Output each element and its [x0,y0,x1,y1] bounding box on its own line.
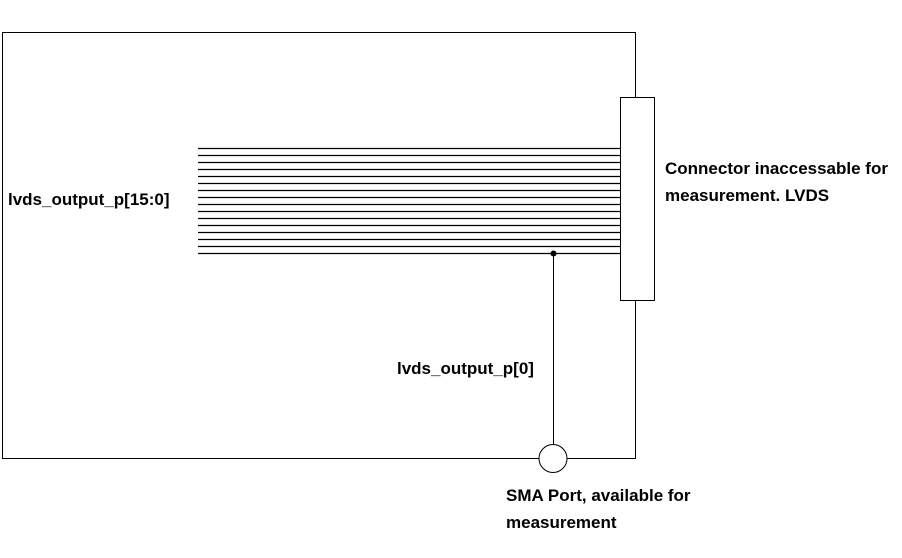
connector-label: Connector inaccessable for measurement. … [665,155,888,209]
junction-dot [550,250,557,257]
sma-label: SMA Port, available for measurement [506,482,691,536]
connector-label-line1: Connector inaccessable for [665,159,888,178]
bus-label: lvds_output_p[15:0] [8,190,170,209]
board-outline [2,32,636,459]
connector [620,97,655,301]
sma-port [538,444,568,473]
sma-label-line2: measurement [506,513,617,532]
sma-label-line1: SMA Port, available for [506,486,691,505]
connector-label-line2: measurement. LVDS [665,186,830,205]
tap-label: lvds_output_p[0] [397,359,534,378]
bus-lines [198,147,620,255]
